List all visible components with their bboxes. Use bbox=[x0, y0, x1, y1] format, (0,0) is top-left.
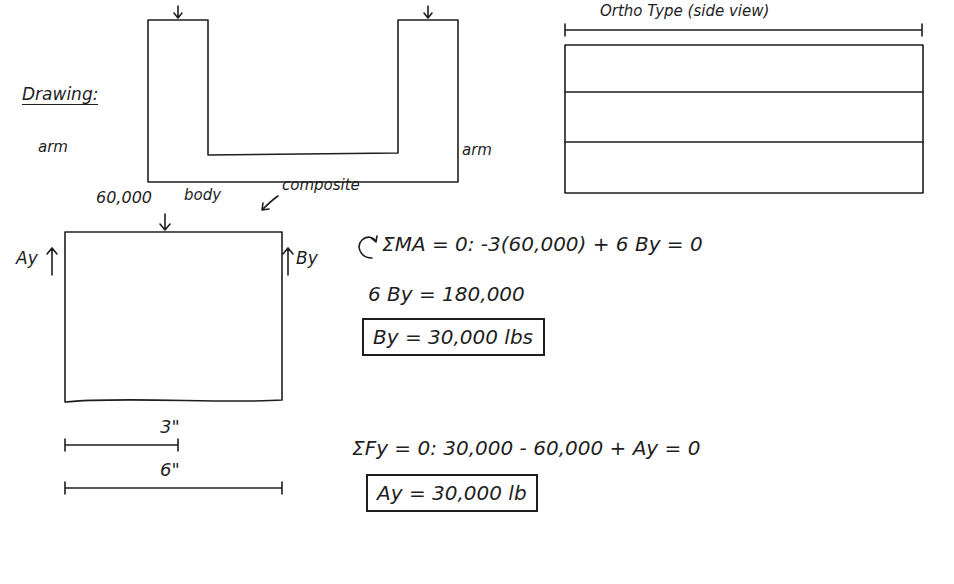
load-arrow bbox=[160, 214, 170, 230]
sketch-label: 6 By = 180,000 bbox=[368, 282, 525, 306]
sketch-label: Ay bbox=[16, 248, 38, 268]
load-arrow bbox=[174, 6, 182, 18]
sketch-label: Drawing: bbox=[22, 84, 98, 105]
reaction-arrow bbox=[47, 248, 57, 275]
answer-text: By = 30,000 lbs bbox=[373, 325, 534, 349]
leader-arrow bbox=[262, 196, 278, 210]
sketch-label: By bbox=[296, 248, 318, 268]
dimension-line bbox=[565, 24, 922, 36]
load-arrow bbox=[424, 6, 432, 18]
sketch-label: composite bbox=[282, 176, 360, 194]
layer-line bbox=[565, 92, 923, 142]
reaction-arrow bbox=[283, 248, 293, 275]
sketch-label: arm bbox=[462, 141, 492, 159]
sketch-label: Ortho Type (side view) bbox=[600, 2, 769, 20]
layered-view bbox=[565, 45, 923, 193]
sketch-label: 60,000 bbox=[96, 188, 152, 207]
answer-text: Ay = 30,000 lb bbox=[377, 481, 527, 505]
answer-box: Ay = 30,000 lb bbox=[366, 474, 538, 512]
sketch-label: 3" bbox=[160, 416, 180, 438]
sketch-label: ΣFy = 0: 30,000 - 60,000 + Ay = 0 bbox=[352, 436, 700, 460]
answer-box: By = 30,000 lbs bbox=[362, 318, 545, 356]
u-part bbox=[148, 20, 458, 182]
sketch-label: arm bbox=[38, 138, 68, 156]
sketch-label: ΣMA = 0: -3(60,000) + 6 By = 0 bbox=[382, 232, 703, 256]
moment-symbol bbox=[359, 236, 377, 258]
dimension-line bbox=[65, 439, 178, 451]
dimension-line bbox=[65, 482, 282, 494]
sketch-label: body bbox=[184, 186, 221, 204]
free-body bbox=[65, 232, 282, 402]
sketch-label: 6" bbox=[160, 459, 180, 481]
